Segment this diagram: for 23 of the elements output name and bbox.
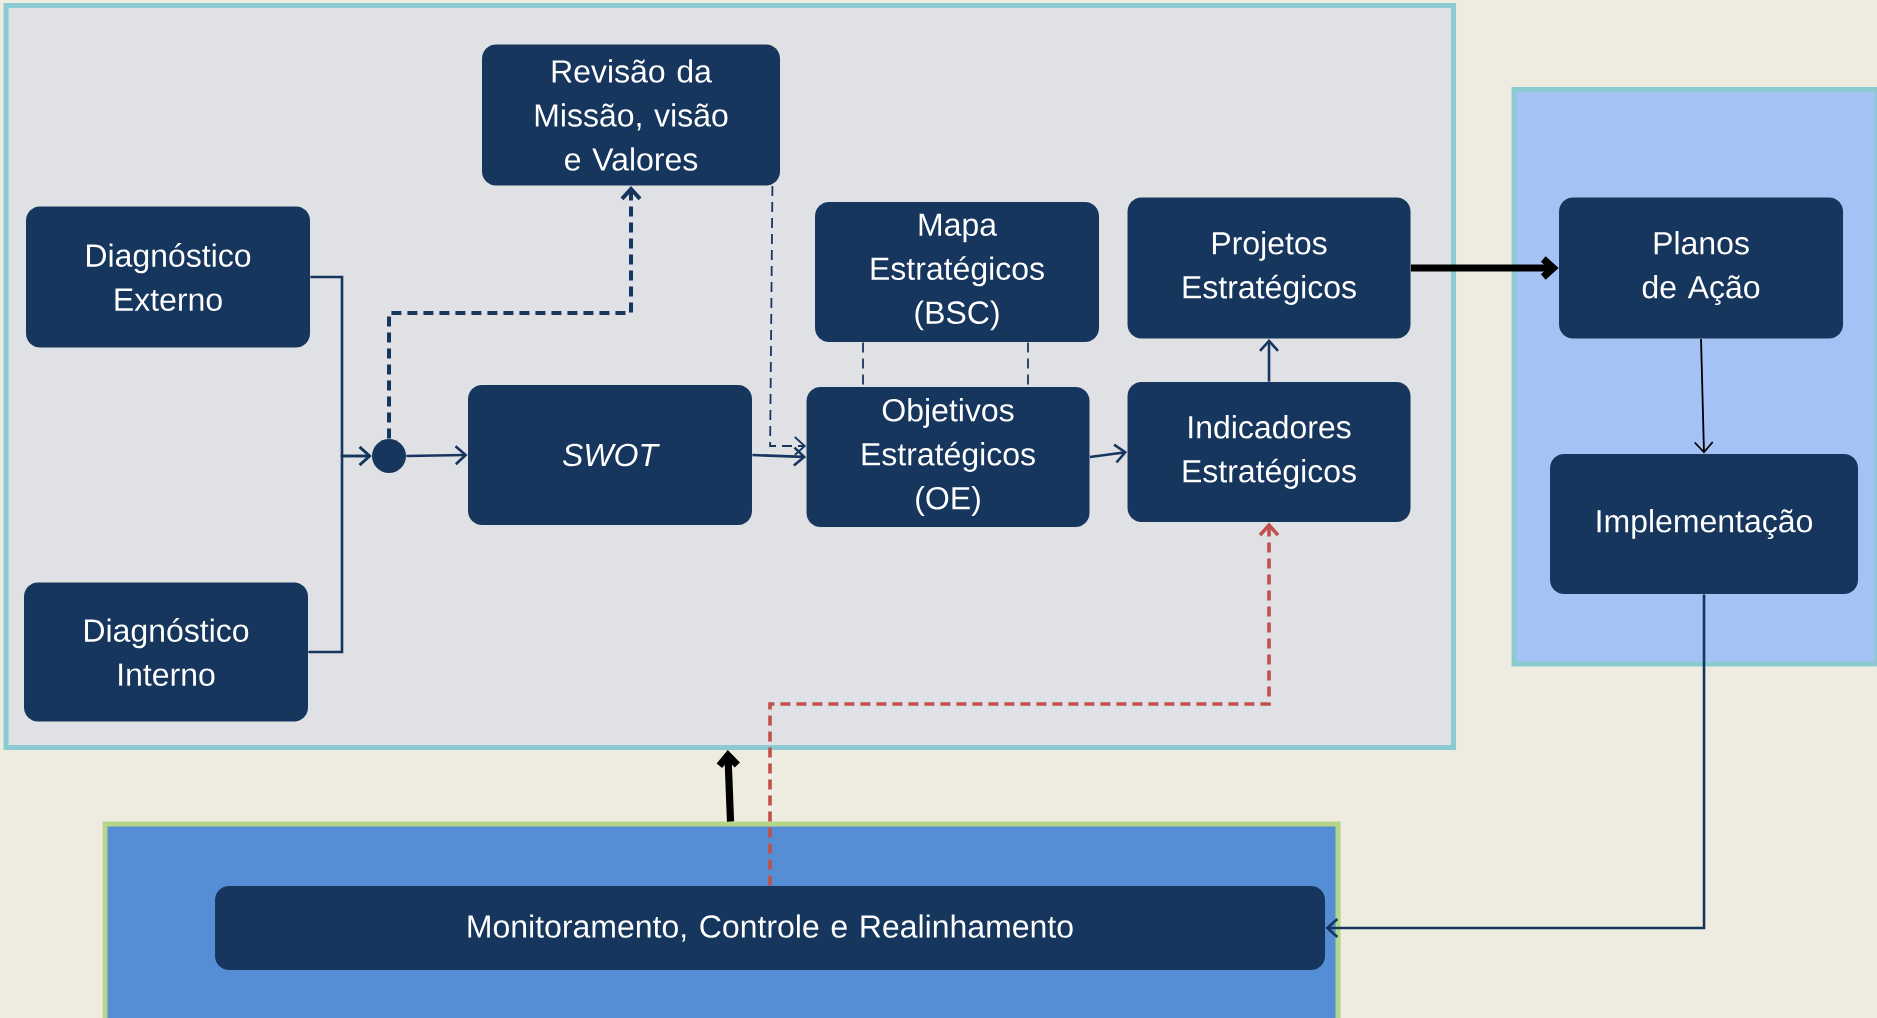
process-box: SWOT [468, 385, 752, 525]
process-box: Projetos Estratégicos [1127, 197, 1411, 339]
process-box: Mapa Estratégicos (BSC) [815, 202, 1099, 342]
arrow [769, 185, 807, 456]
arrow [1259, 338, 1279, 382]
process-box: Implementação [1550, 454, 1859, 594]
process-box: Diagnóstico Interno [24, 582, 308, 722]
process-box: Monitoramento, Controle e Realinhamento [215, 886, 1325, 970]
arrow [1410, 256, 1559, 280]
process-box: Objetivos Estratégicos (OE) [806, 387, 1090, 527]
arrow [387, 185, 642, 439]
junction-dot [372, 439, 406, 473]
arrow [308, 446, 372, 654]
arrow [406, 445, 468, 466]
process-box: Revisão da Missão, visão e Valores [482, 44, 780, 186]
arrow [1325, 594, 1706, 938]
process-box: Diagnóstico Externo [26, 206, 310, 348]
arrow [752, 446, 807, 467]
arrow [1693, 338, 1714, 454]
process-box: Planos de Ação [1559, 197, 1844, 339]
arrow [1089, 443, 1128, 464]
process-box: Indicadores Estratégicos [1127, 382, 1411, 522]
arrow [768, 522, 1280, 886]
